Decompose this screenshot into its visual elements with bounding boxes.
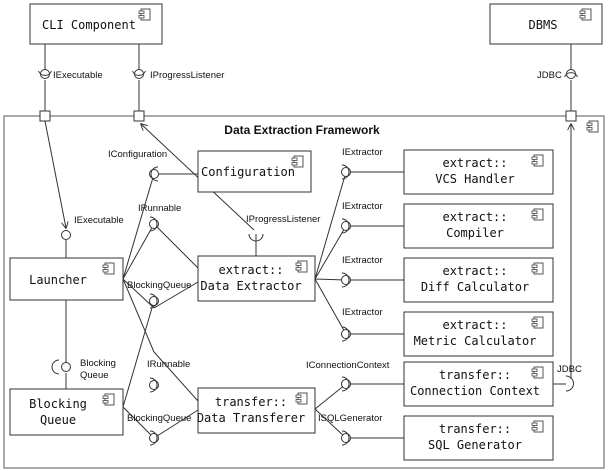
component-compiler: extract:: Compiler: [403, 203, 554, 249]
interface-label: JDBC: [537, 70, 562, 81]
interface-label: BlockingQueue: [127, 280, 191, 291]
component-icon: [579, 8, 592, 21]
interface-label: IExtractor: [342, 201, 383, 212]
component-blocking-queue: Blocking Queue: [9, 388, 124, 436]
component-label: Metric Calculator: [414, 334, 537, 348]
port-cli-executable: [39, 110, 51, 122]
component-label: Compiler: [446, 226, 504, 240]
component-dbms: DBMS: [489, 3, 603, 45]
provided-interface-icon: [61, 230, 71, 240]
component-label: transfer::: [439, 368, 511, 382]
provided-interface-icon: [134, 69, 144, 79]
provided-interface-icon: [40, 69, 50, 79]
component-icon: [531, 366, 544, 379]
framework-boundary: [3, 115, 605, 469]
component-vcs-handler: extract:: VCS Handler: [403, 149, 554, 195]
component-label: SQL Generator: [428, 438, 522, 452]
component-icon: [531, 208, 544, 221]
component-label: extract::: [442, 264, 507, 278]
component-connection-context: transfer:: Connection Context: [403, 361, 554, 407]
component-sql-generator: transfer:: SQL Generator: [403, 415, 554, 461]
interface-label: IExtractor: [342, 255, 383, 266]
component-label: Blocking: [29, 397, 87, 411]
component-label: extract::: [442, 318, 507, 332]
interface-label: IRunnable: [147, 359, 190, 370]
component-label: extract::: [442, 156, 507, 170]
component-icon: [138, 8, 151, 21]
interface-label: Queue: [80, 370, 109, 381]
component-icon: [531, 262, 544, 275]
component-label: Data Transferer: [197, 411, 305, 425]
interface-label: Blocking: [80, 358, 116, 369]
component-label: transfer::: [215, 395, 287, 409]
interface-label: IExecutable: [53, 70, 103, 81]
component-configuration: Configuration: [197, 150, 312, 193]
component-data-transferer: transfer:: Data Transferer: [197, 387, 316, 434]
interface-label: IProgressListener: [246, 214, 320, 225]
interface-label: BlockingQueue: [127, 413, 191, 424]
component-icon: [531, 316, 544, 329]
component-icon: [295, 392, 308, 405]
component-metric-calculator: extract:: Metric Calculator: [403, 311, 554, 357]
interface-label: IConfiguration: [108, 149, 167, 160]
provided-interface-icon: [566, 69, 576, 79]
component-label: CLI Component: [42, 18, 136, 32]
interface-label: IExtractor: [342, 307, 383, 318]
provided-interface-icon: [61, 362, 71, 372]
port-dbms-jdbc: [565, 110, 577, 122]
component-icon: [291, 155, 304, 168]
component-launcher: Launcher: [9, 257, 124, 301]
component-label: transfer::: [439, 422, 511, 436]
component-icon: [295, 260, 308, 273]
interface-symbols: [38, 69, 578, 446]
component-label: Queue: [40, 413, 76, 427]
component-label: Data Extractor: [200, 279, 301, 293]
interface-label: JDBC: [557, 364, 582, 375]
interface-label: ISQLGenerator: [318, 413, 382, 424]
component-label: extract::: [218, 263, 283, 277]
interface-label: IExecutable: [74, 215, 124, 226]
component-diff-calculator: extract:: Diff Calculator: [403, 257, 554, 303]
component-label: Connection Context: [410, 384, 540, 398]
interface-label: IConnectionContext: [306, 360, 390, 371]
component-icon: [586, 120, 599, 133]
component-label: Launcher: [29, 273, 87, 287]
interface-label: IRunnable: [138, 203, 181, 214]
connectors: [44, 44, 571, 439]
component-icon: [531, 420, 544, 433]
port-cli-progress: [133, 110, 145, 122]
interface-label: IProgressListener: [150, 70, 224, 81]
component-label: VCS Handler: [435, 172, 514, 186]
component-label: DBMS: [529, 18, 558, 32]
component-icon: [102, 393, 115, 406]
interface-labels: IExecutable IProgressListener JDBC IExec…: [53, 70, 582, 424]
component-label: Diff Calculator: [421, 280, 529, 294]
component-icon: [102, 262, 115, 275]
component-cli: CLI Component: [29, 3, 163, 45]
interface-label: IExtractor: [342, 147, 383, 158]
component-label: Configuration: [201, 165, 295, 179]
component-label: extract::: [442, 210, 507, 224]
framework-title: Data Extraction Framework: [224, 123, 380, 137]
component-data-extractor: extract:: Data Extractor: [197, 255, 316, 302]
component-icon: [531, 154, 544, 167]
